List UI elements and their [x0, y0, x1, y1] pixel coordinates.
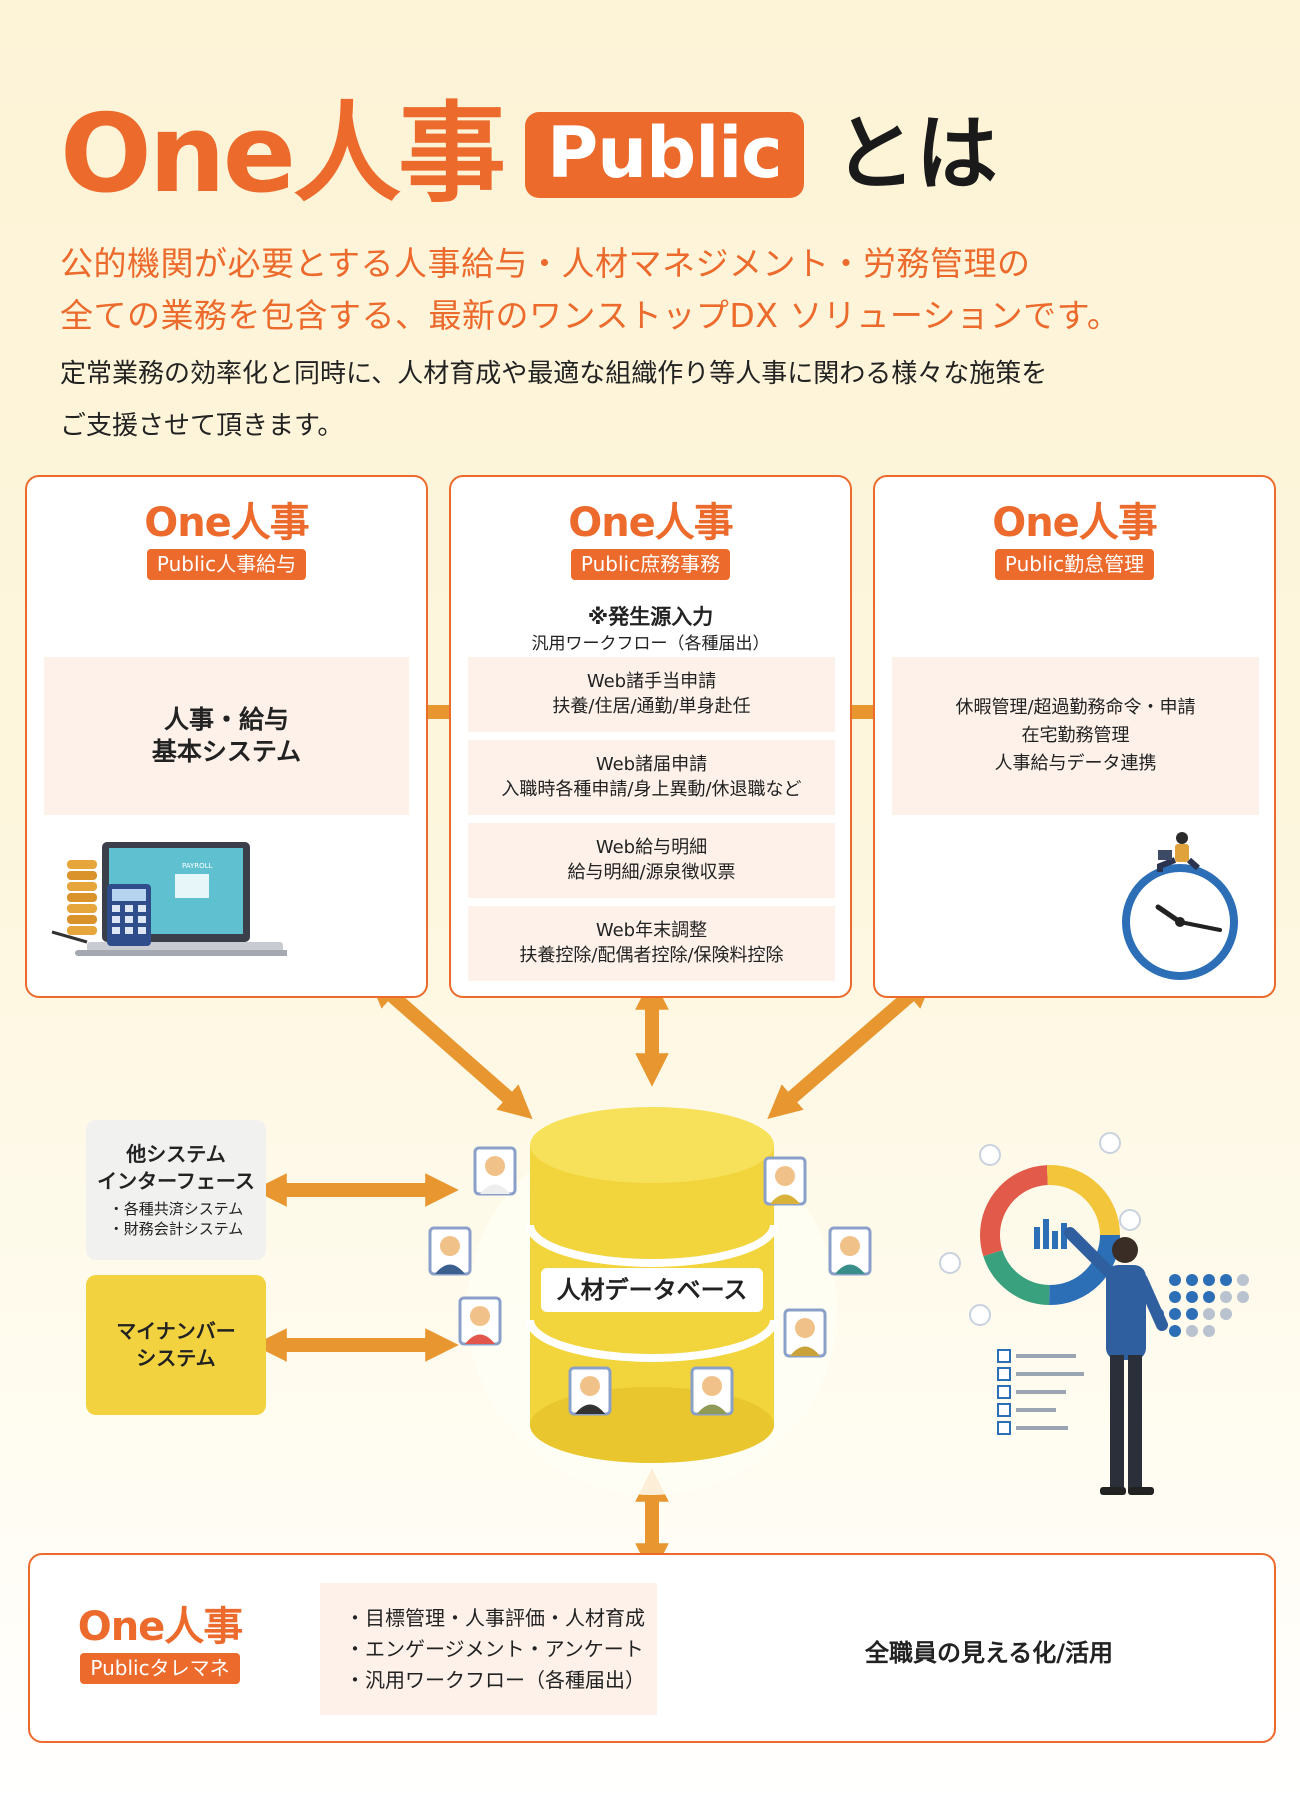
attendance-logo: One人事 Public勤怠管理 [875, 503, 1274, 580]
database-label: 人材データベース [540, 1268, 764, 1312]
person-sitting-icon [1157, 832, 1200, 872]
avatar-icon [428, 1226, 472, 1276]
coin-stack-icon [67, 860, 97, 935]
sub-text: 定常業務の効率化と同時に、人材育成や最適な組織作り等人事に関わる様々な施策を ご… [60, 348, 1280, 452]
admin-tag: Public庶務事務 [570, 549, 731, 580]
admin-item-title: Web諸手当申請 [586, 671, 717, 693]
admin-note-main: ※発生源入力 [587, 605, 714, 629]
admin-item-title: Web給与明細 [595, 837, 708, 859]
mynumber-line-2: システム [136, 1346, 216, 1370]
sub-line-2: ご支援させて頂きます。 [60, 411, 344, 441]
payroll-line-2: 基本システム [151, 737, 302, 766]
talent-result: 全職員の見える化/活用 [865, 1639, 1114, 1667]
admin-item: Web諸手当申請 扶養/住居/通勤/単身赴任 [468, 657, 835, 732]
lead-line-2: 全ての業務を包含する、最新のワンストップDX ソリューションです。 [60, 296, 1121, 335]
avatar-icon [690, 1366, 734, 1416]
donut-chart-icon [980, 1165, 1120, 1305]
avatar-icon [783, 1308, 827, 1358]
other-system-box: 他システム インターフェース ・各種共済システム ・財務会計システム [86, 1120, 266, 1260]
talent-item: ・目標管理・人事評価・人材育成 [345, 1605, 645, 1630]
arrow-attendance-database [767, 974, 935, 1119]
payroll-logo: One人事 Public人事給与 [27, 503, 426, 580]
talent-panel: ・目標管理・人事評価・人材育成 ・エンゲージメント・アンケート ・汎用ワークフロ… [320, 1583, 657, 1715]
other-system-title-1: 他システム [126, 1141, 226, 1166]
mynumber-box: マイナンバー システム [86, 1275, 266, 1415]
title-suffix: とは [833, 107, 998, 202]
attendance-line-3: 人事給与データ連携 [994, 752, 1157, 774]
title-brand: One人事 [60, 92, 506, 217]
other-system-item: ・各種共済システム [108, 1199, 244, 1218]
sub-line-1: 定常業務の効率化と同時に、人材育成や最適な組織作り等人事に関わる様々な施策を [60, 359, 1048, 389]
clock-illustration [1122, 832, 1238, 980]
other-system-item: ・財務会計システム [108, 1220, 244, 1238]
avatar-icon [828, 1226, 872, 1276]
other-system-title-2: インターフェース [97, 1168, 255, 1193]
avatar-icon [568, 1366, 612, 1416]
admin-item-title: Web諸届申請 [595, 754, 708, 776]
talent-item: ・汎用ワークフロー（各種届出） [345, 1667, 645, 1692]
admin-item: Web給与明細 給与明細/源泉徴収票 [468, 823, 835, 898]
mynumber-line-1: マイナンバー [116, 1319, 236, 1343]
card-admin: One人事 Public庶務事務 ※発生源入力 汎用ワークフロー（各種届出） W… [449, 475, 852, 998]
calculator-icon [107, 884, 151, 946]
checklist-icon [997, 1349, 1011, 1435]
talent-tag: Publicタレマネ [80, 1653, 240, 1684]
talent-logo: One人事 Publicタレマネ [70, 1607, 250, 1684]
talent-brand: One人事 [77, 1604, 244, 1650]
admin-item-detail: 扶養控除/配偶者控除/保険料控除 [519, 944, 784, 966]
payroll-brand: One人事 [144, 500, 310, 546]
admin-logo: One人事 Public庶務事務 [451, 503, 850, 580]
card-payroll: One人事 Public人事給与 人事・給与 基本システム PAYROLL [25, 475, 428, 998]
arrow-payroll-database [367, 973, 533, 1120]
admin-item-title: Web年末調整 [595, 920, 708, 942]
avatar-icon [473, 1146, 517, 1196]
admin-brand: One人事 [568, 500, 734, 546]
payroll-screen-text: PAYROLL [182, 862, 213, 870]
card-talent: One人事 Publicタレマネ ・目標管理・人事評価・人材育成 ・エンゲージメ… [28, 1553, 1276, 1743]
page-title: One人事 Public とは [60, 95, 998, 215]
talent-item: ・エンゲージメント・アンケート [345, 1636, 644, 1661]
admin-note-sub: 汎用ワークフロー（各種届出） [531, 634, 770, 654]
admin-item: Web諸届申請 入職時各種申請/身上異動/休退職など [468, 740, 835, 815]
admin-item-detail: 給与明細/源泉徴収票 [567, 861, 736, 883]
attendance-line-2: 在宅勤務管理 [1021, 725, 1130, 747]
person-standing-icon [1064, 1227, 1168, 1495]
dot-grid [1152, 1274, 1249, 1337]
attendance-tag: Public勤怠管理 [994, 549, 1155, 580]
database-label-wrap: 人材データベース [540, 1268, 764, 1312]
avatar-icon [763, 1156, 807, 1206]
attendance-line-1: 休暇管理/超過勤務命令・申請 [955, 697, 1196, 719]
admin-item-detail: 入職時各種申請/身上異動/休退職など [501, 778, 802, 800]
analytics-illustration [939, 1132, 1249, 1495]
admin-item: Web年末調整 扶養控除/配偶者控除/保険料控除 [468, 906, 835, 981]
payroll-line-1: 人事・給与 [163, 704, 289, 734]
laptop-illustration: PAYROLL [51, 842, 287, 956]
title-public-badge: Public [524, 112, 804, 198]
lead-text: 公的機関が必要とする人事給与・人材マネジメント・労務管理の 全ての業務を包含する… [60, 238, 1280, 342]
avatar-icon [458, 1296, 502, 1346]
attendance-brand: One人事 [992, 500, 1158, 546]
payroll-panel: 人事・給与 基本システム [44, 657, 409, 815]
card-attendance: One人事 Public勤怠管理 休暇管理/超過勤務命令・申請 在宅勤務管理 人… [873, 475, 1276, 998]
admin-item-detail: 扶養/住居/通勤/単身赴任 [552, 695, 751, 717]
pen-icon [51, 930, 88, 944]
lead-line-1: 公的機関が必要とする人事給与・人材マネジメント・労務管理の [60, 244, 1031, 283]
payroll-tag: Public人事給与 [146, 549, 307, 580]
attendance-panel: 休暇管理/超過勤務命令・申請 在宅勤務管理 人事給与データ連携 [892, 657, 1259, 815]
